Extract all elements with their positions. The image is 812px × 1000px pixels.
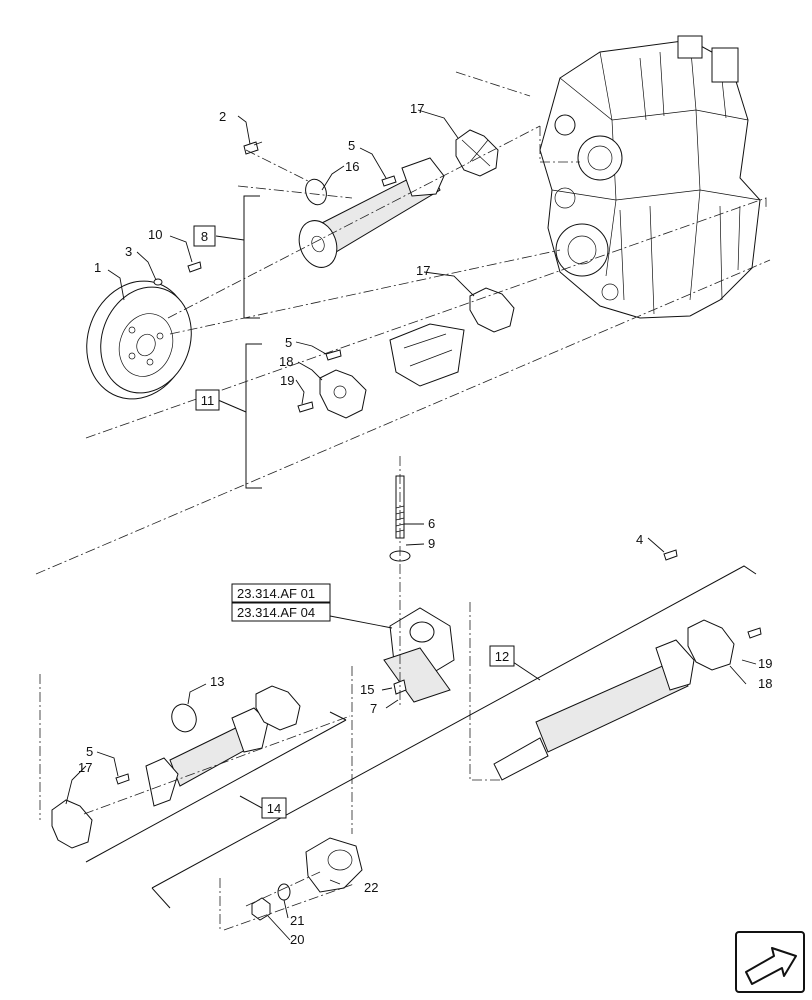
assembly-centerlines [35, 71, 771, 931]
callout-9: 9 [428, 536, 435, 551]
reference-link-2[interactable]: 23.314.AF 04 [231, 602, 331, 622]
callout-leaders [65, 109, 757, 941]
callout-21: 21 [290, 913, 304, 928]
callout-3: 3 [125, 244, 132, 259]
callout-4: 4 [636, 532, 643, 547]
callout-18-left: 18 [279, 354, 293, 369]
svg-text:11: 11 [201, 393, 215, 408]
flywheel-adapter [86, 280, 192, 400]
callout-17-mid: 17 [416, 263, 430, 278]
callout-10: 10 [148, 227, 162, 242]
callout-1: 1 [94, 260, 101, 275]
group-label-14[interactable]: 14 [261, 797, 287, 819]
callout-19-right: 19 [758, 656, 772, 671]
transmission-housing [539, 35, 761, 319]
callout-13: 13 [210, 674, 224, 689]
callout-5-mid: 5 [285, 335, 292, 350]
drive-shaft-group-8 [298, 129, 499, 268]
group-label-8[interactable]: 8 [193, 225, 216, 247]
next-page-arrow-icon[interactable] [735, 931, 805, 993]
callout-5-top: 5 [348, 138, 355, 153]
group-label-12[interactable]: 12 [489, 645, 515, 667]
drive-shaft-group-11 [297, 287, 515, 419]
svg-text:8: 8 [201, 229, 208, 244]
callout-15: 15 [360, 682, 374, 697]
callout-5-low: 5 [86, 744, 93, 759]
reference-link-1[interactable]: 23.314.AF 01 [231, 583, 331, 603]
callout-18-right: 18 [758, 676, 772, 691]
group-brackets [85, 195, 757, 909]
svg-text:12: 12 [495, 649, 509, 664]
svg-text:23.314.AF 01: 23.314.AF 01 [237, 586, 315, 601]
callout-19-left: 19 [280, 373, 294, 388]
small-hardware [153, 141, 263, 286]
callout-22: 22 [364, 880, 378, 895]
output-flange-group [251, 837, 363, 921]
svg-text:14: 14 [267, 801, 281, 816]
callout-7: 7 [370, 701, 377, 716]
callout-16: 16 [345, 159, 359, 174]
svg-text:23.314.AF 04: 23.314.AF 04 [237, 605, 315, 620]
callout-2: 2 [219, 109, 226, 124]
callout-17-top: 17 [410, 101, 424, 116]
callout-17-low: 17 [78, 760, 92, 775]
callout-numbers: 1 2 3 4 5 5 5 6 7 9 10 13 15 16 17 17 17… [78, 101, 772, 947]
callout-6: 6 [428, 516, 435, 531]
callout-20: 20 [290, 932, 304, 947]
group-label-11[interactable]: 11 [195, 389, 220, 411]
center-bearing-support [383, 475, 455, 703]
drive-shaft-group-12 [493, 549, 762, 781]
drive-shaft-group-14 [51, 685, 301, 849]
